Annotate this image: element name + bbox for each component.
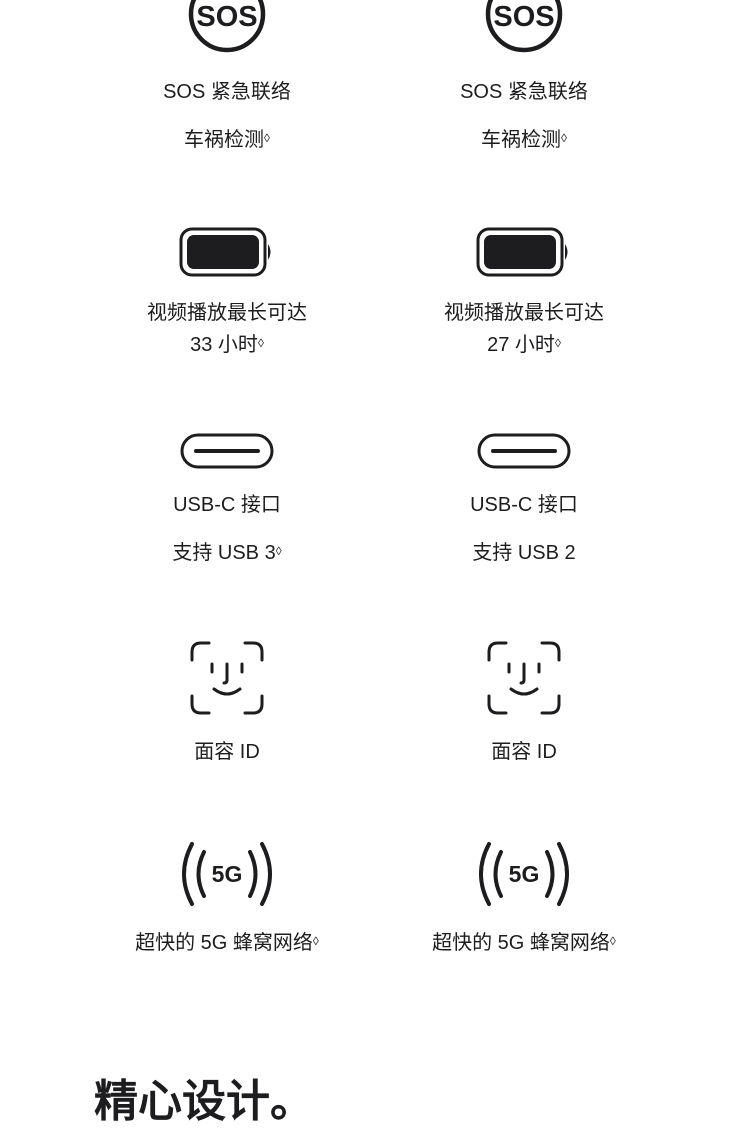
footnote-mark: ◊ <box>275 544 282 558</box>
footnote-mark: ◊ <box>264 131 270 145</box>
5g-icon: 5G <box>182 842 272 906</box>
5g-title: 超快的 5G 蜂窝网络◊ <box>374 928 674 958</box>
sos-badge-text: SOS <box>493 1 554 33</box>
usb-spec-label: 支持 USB 3◊ <box>77 538 377 568</box>
face-id-text: 面容 ID <box>491 741 557 763</box>
crash-detection-text: 车祸检测 <box>481 129 562 151</box>
usb-title: USB-C 接口 <box>77 490 377 520</box>
usb-spec-label: 支持 USB 2 <box>374 538 674 568</box>
usb-title: USB-C 接口 <box>374 490 674 520</box>
5g-badge-text: 5G <box>509 861 540 887</box>
sos-title-text: SOS 紧急联络 <box>163 81 291 103</box>
sos-icon: SOS <box>485 0 563 53</box>
5g-title: 超快的 5G 蜂窝网络◊ <box>77 928 377 958</box>
face-id-icon <box>190 641 264 715</box>
footnote-mark: ◊ <box>554 336 561 350</box>
5g-title-text: 超快的 5G 蜂窝网络 <box>432 932 610 954</box>
crash-detection-label: 车祸检测◊ <box>374 125 674 155</box>
footnote-mark: ◊ <box>312 934 319 948</box>
face-id-icon <box>487 641 561 715</box>
sos-title: SOS 紧急联络 <box>374 77 674 107</box>
battery-label-line1: 视频播放最长可达 <box>374 298 674 328</box>
face-id-title: 面容 ID <box>77 737 377 767</box>
crash-detection-label: 车祸检测◊ <box>77 125 377 155</box>
usb-title-text: USB-C 接口 <box>173 494 281 516</box>
sos-title: SOS 紧急联络 <box>77 77 377 107</box>
crash-detection-text: 车祸检测 <box>184 129 265 151</box>
footnote-mark: ◊ <box>609 934 616 948</box>
usb-title-text: USB-C 接口 <box>470 494 578 516</box>
battery-label-line2: 27 小时◊ <box>374 330 674 360</box>
5g-title-text: 超快的 5G 蜂窝网络 <box>135 932 313 954</box>
battery-label-line2: 33 小时◊ <box>77 330 377 360</box>
face-id-title: 面容 ID <box>374 737 674 767</box>
5g-icon: 5G <box>479 842 569 906</box>
usb-spec-text: 支持 USB 3 <box>172 542 276 564</box>
sos-title-text: SOS 紧急联络 <box>460 81 588 103</box>
battery-icon <box>179 227 271 277</box>
battery-label-line1: 视频播放最长可达 <box>77 298 377 328</box>
battery-icon <box>476 227 568 277</box>
sos-badge-text: SOS <box>196 1 257 33</box>
sos-icon: SOS <box>188 0 266 53</box>
usb-c-icon <box>180 433 274 469</box>
usb-spec-text: 支持 USB 2 <box>472 542 576 564</box>
battery-line1-text: 视频播放最长可达 <box>147 302 307 324</box>
usb-c-icon <box>477 433 571 469</box>
battery-hours-text: 27 小时 <box>487 334 555 356</box>
section-title: 精心设计。 <box>94 1077 314 1126</box>
battery-hours-text: 33 小时 <box>190 334 258 356</box>
footnote-mark: ◊ <box>257 336 264 350</box>
battery-line1-text: 视频播放最长可达 <box>444 302 604 324</box>
face-id-text: 面容 ID <box>194 741 260 763</box>
5g-badge-text: 5G <box>212 861 243 887</box>
footnote-mark: ◊ <box>561 131 567 145</box>
